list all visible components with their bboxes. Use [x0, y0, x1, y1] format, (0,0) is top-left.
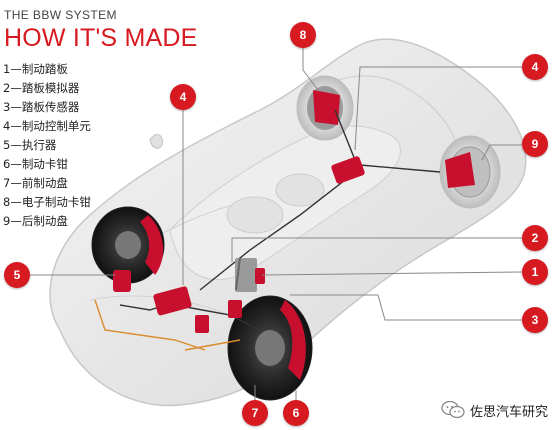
callout-number: 3	[531, 313, 539, 327]
front-left-wheel	[227, 295, 313, 401]
actuator	[113, 270, 242, 333]
legend-item: 5—执行器	[3, 138, 57, 152]
callout-number: 6	[292, 406, 300, 420]
watermark-text: 佐思汽车研究	[469, 404, 548, 420]
callout-badge-8: 8	[290, 22, 316, 48]
legend-item: 8—电子制动卡钳	[3, 195, 91, 209]
legend-item: 3—踏板传感器	[3, 100, 80, 114]
callout-badge-6: 6	[283, 400, 309, 426]
callout-number: 7	[251, 406, 259, 420]
header: THE BBW SYSTEM HOW IT'S MADE	[4, 8, 244, 52]
pedal-box	[235, 257, 265, 292]
front-control-unit	[153, 286, 192, 316]
header-subtitle: THE BBW SYSTEM	[4, 8, 117, 22]
callout-badge-4-front: 4	[170, 84, 196, 110]
callout-badge-5: 5	[4, 262, 30, 288]
callout-number: 4	[179, 90, 187, 104]
header-title: HOW IT'S MADE	[4, 24, 198, 52]
callout-number: 4	[531, 60, 539, 74]
callout-badge-9: 9	[522, 131, 548, 157]
component-legend: 1—制动踏板 2—踏板模拟器 3—踏板传感器 4—制动控制单元 5—执行器 6—…	[3, 60, 143, 231]
callout-badge-3: 3	[522, 307, 548, 333]
callout-badge-2: 2	[522, 225, 548, 251]
legend-item: 4—制动控制单元	[3, 119, 91, 133]
callout-number: 8	[299, 28, 307, 42]
rear-right-wheel	[296, 75, 354, 141]
rear-left-wheel	[439, 135, 501, 209]
callout-badge-4-rear: 4	[522, 54, 548, 80]
legend-item: 9—后制动盘	[3, 214, 68, 228]
wechat-icon	[441, 400, 465, 419]
front-right-wheel	[91, 206, 165, 284]
legend-item: 2—踏板模拟器	[3, 81, 80, 95]
callout-number: 5	[13, 268, 21, 282]
watermark: 佐思汽车研究	[441, 400, 548, 420]
callout-number: 1	[531, 265, 539, 279]
legend-item: 1—制动踏板	[3, 62, 68, 76]
callout-number: 2	[531, 231, 539, 245]
callout-number: 9	[531, 137, 539, 151]
callout-badge-1: 1	[522, 259, 548, 285]
legend-item: 6—制动卡钳	[3, 157, 68, 171]
callout-badge-7: 7	[242, 400, 268, 426]
callout-leaders	[30, 48, 523, 412]
rear-control-unit	[331, 156, 365, 184]
legend-item: 7—前制动盘	[3, 176, 68, 190]
